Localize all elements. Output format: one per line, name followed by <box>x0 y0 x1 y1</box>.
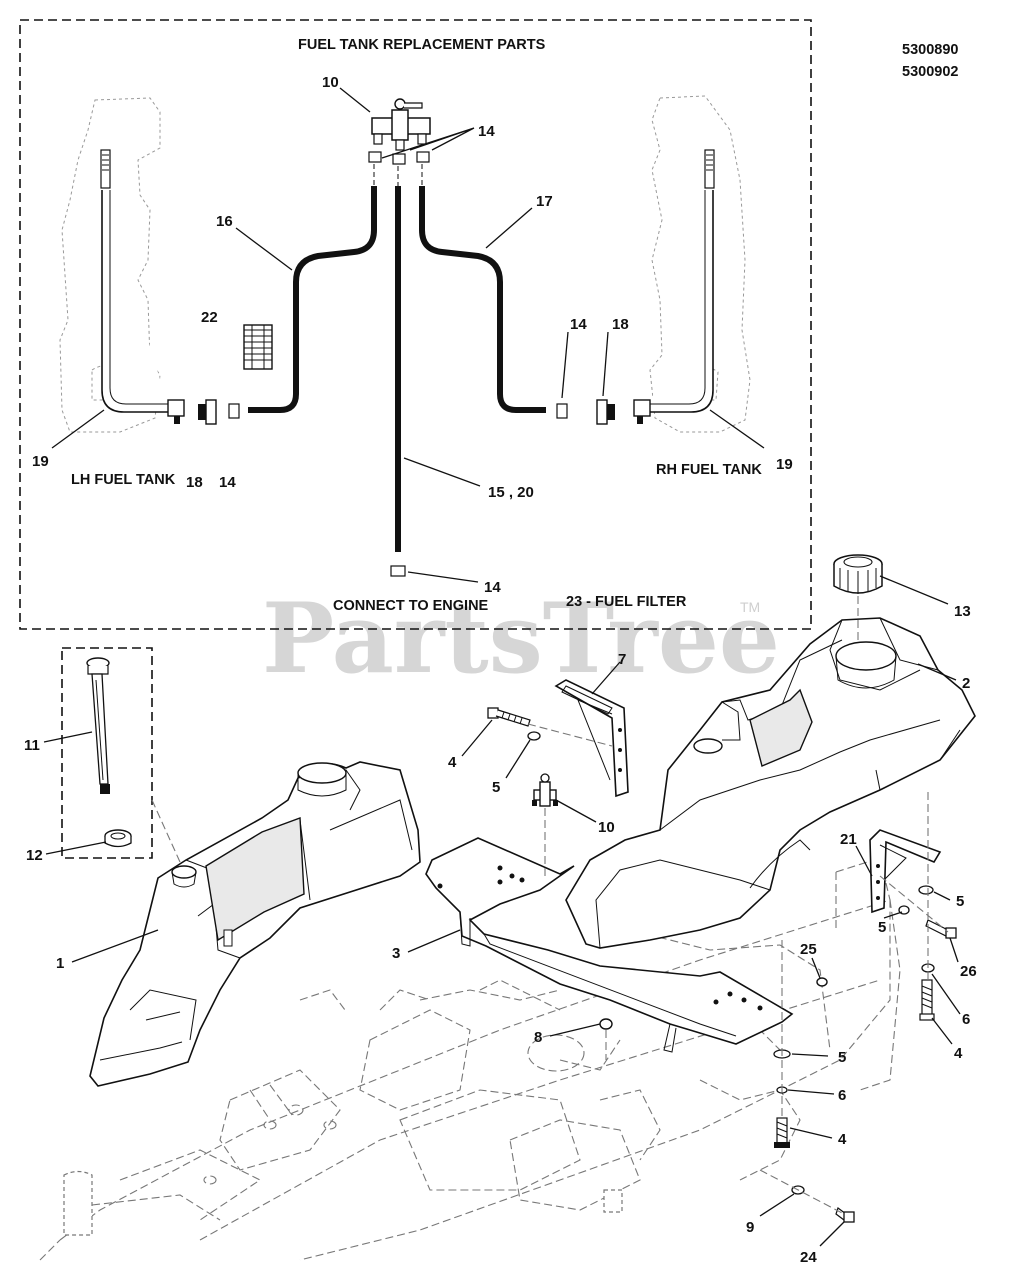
hose-clamps-top <box>368 151 430 165</box>
replacement-parts-inset: FUEL TANK REPLACEMENT PARTS <box>19 19 812 630</box>
callout-5-mid: 5 <box>492 779 500 796</box>
fuel-valve-top <box>371 98 431 151</box>
watermark-text: PartsTree <box>262 582 780 695</box>
callout-5-r1: 5 <box>956 893 964 910</box>
gauge-inset-border <box>61 647 153 859</box>
inset-title: FUEL TANK REPLACEMENT PARTS <box>298 37 546 53</box>
callout-10-top: 10 <box>322 74 339 91</box>
callout-19-right: 19 <box>776 456 793 473</box>
callout-4-mid: 4 <box>448 754 457 771</box>
fuel-filter-label: 23 - FUEL FILTER <box>566 594 687 610</box>
callout-7: 7 <box>618 651 626 668</box>
bolt-4-low <box>774 1117 790 1148</box>
part-number-1: 5300890 <box>902 42 958 58</box>
hose-16 <box>248 186 377 413</box>
fuel-filter-22 <box>243 324 273 370</box>
callout-24: 24 <box>800 1249 817 1266</box>
callout-25: 25 <box>800 941 817 958</box>
bolt-26 <box>925 919 957 939</box>
engine-clamp-14 <box>390 565 406 577</box>
bolt-axis-mid <box>527 723 613 747</box>
callout-14-left: 14 <box>219 474 236 491</box>
watermark-trademark: TM <box>740 599 760 615</box>
main-leaders <box>71 575 961 1247</box>
callout-15-20: 15 , 20 <box>488 484 534 501</box>
lh-bushing-18 <box>198 399 217 425</box>
rh-tank-ghost <box>649 95 751 433</box>
callout-19-left: 19 <box>32 453 49 470</box>
bracket-7 <box>554 679 629 798</box>
gas-cap-13 <box>833 554 883 640</box>
callout-14-bottom: 14 <box>484 579 501 596</box>
callout-17: 17 <box>536 193 553 210</box>
leader-12 <box>45 841 107 855</box>
callout-2: 2 <box>962 675 970 692</box>
rh-clamp-14 <box>556 403 568 419</box>
callout-4-r: 4 <box>954 1045 963 1062</box>
lh-fuel-tank-1 <box>89 761 421 1087</box>
leader-11 <box>43 731 93 743</box>
fuel-valve-mid <box>532 773 558 878</box>
callout-6-low: 6 <box>838 1087 846 1104</box>
bolt-4-mid <box>487 707 531 727</box>
callout-14-mid-right: 14 <box>570 316 587 333</box>
washer-5-mid <box>527 731 541 741</box>
inset-leaders <box>51 87 765 583</box>
lh-fuel-tank-label: LH FUEL TANK <box>71 472 176 488</box>
callout-1: 1 <box>56 955 64 972</box>
washer-5-r1 <box>918 885 934 895</box>
rh-bushing-18 <box>596 399 615 425</box>
grommet-12 <box>104 829 132 848</box>
fuel-gauge-11 <box>86 657 110 794</box>
bolt-axis-right <box>879 875 949 933</box>
callout-9: 9 <box>746 1219 754 1236</box>
nut-25 <box>816 977 828 987</box>
callout-11: 11 <box>24 737 40 754</box>
rh-sender-tube <box>633 149 715 424</box>
hose-17 <box>419 186 546 413</box>
callout-22: 22 <box>201 309 218 326</box>
bolt-axis-low <box>759 1169 845 1215</box>
callout-3: 3 <box>392 945 400 962</box>
frame-post <box>63 1170 93 1236</box>
callout-12: 12 <box>26 847 43 864</box>
bolt-4-r <box>919 979 935 1021</box>
bolt-24 <box>835 1207 855 1223</box>
part-number-2: 5300902 <box>902 64 958 80</box>
inset-border <box>19 19 812 630</box>
callout-26: 26 <box>960 963 977 980</box>
callout-13: 13 <box>954 603 971 620</box>
rh-fuel-tank-label: RH FUEL TANK <box>656 462 762 478</box>
callout-8: 8 <box>534 1029 542 1046</box>
callout-4-low: 4 <box>838 1131 847 1148</box>
callout-5-low: 5 <box>838 1049 846 1066</box>
rh-fuel-tank-2 <box>565 617 976 949</box>
callout-16: 16 <box>216 213 233 230</box>
callout-5-r2: 5 <box>878 919 886 936</box>
gauge-inset-pointer <box>151 799 181 863</box>
callout-10-mid: 10 <box>598 819 615 836</box>
callout-18-mid-right: 18 <box>612 316 629 333</box>
lh-clamp-14 <box>228 403 240 419</box>
connect-to-engine-label: CONNECT TO ENGINE <box>333 598 489 614</box>
nut-8 <box>599 1018 613 1060</box>
mounting-plate-3 <box>425 837 794 1053</box>
callout-21: 21 <box>840 831 857 848</box>
bracket-21 <box>869 829 942 914</box>
callout-14-top: 14 <box>478 123 495 140</box>
callout-6-r: 6 <box>962 1011 970 1028</box>
callout-18-left: 18 <box>186 474 203 491</box>
lh-sender-tube <box>100 149 185 424</box>
gauge-inset <box>43 647 181 863</box>
